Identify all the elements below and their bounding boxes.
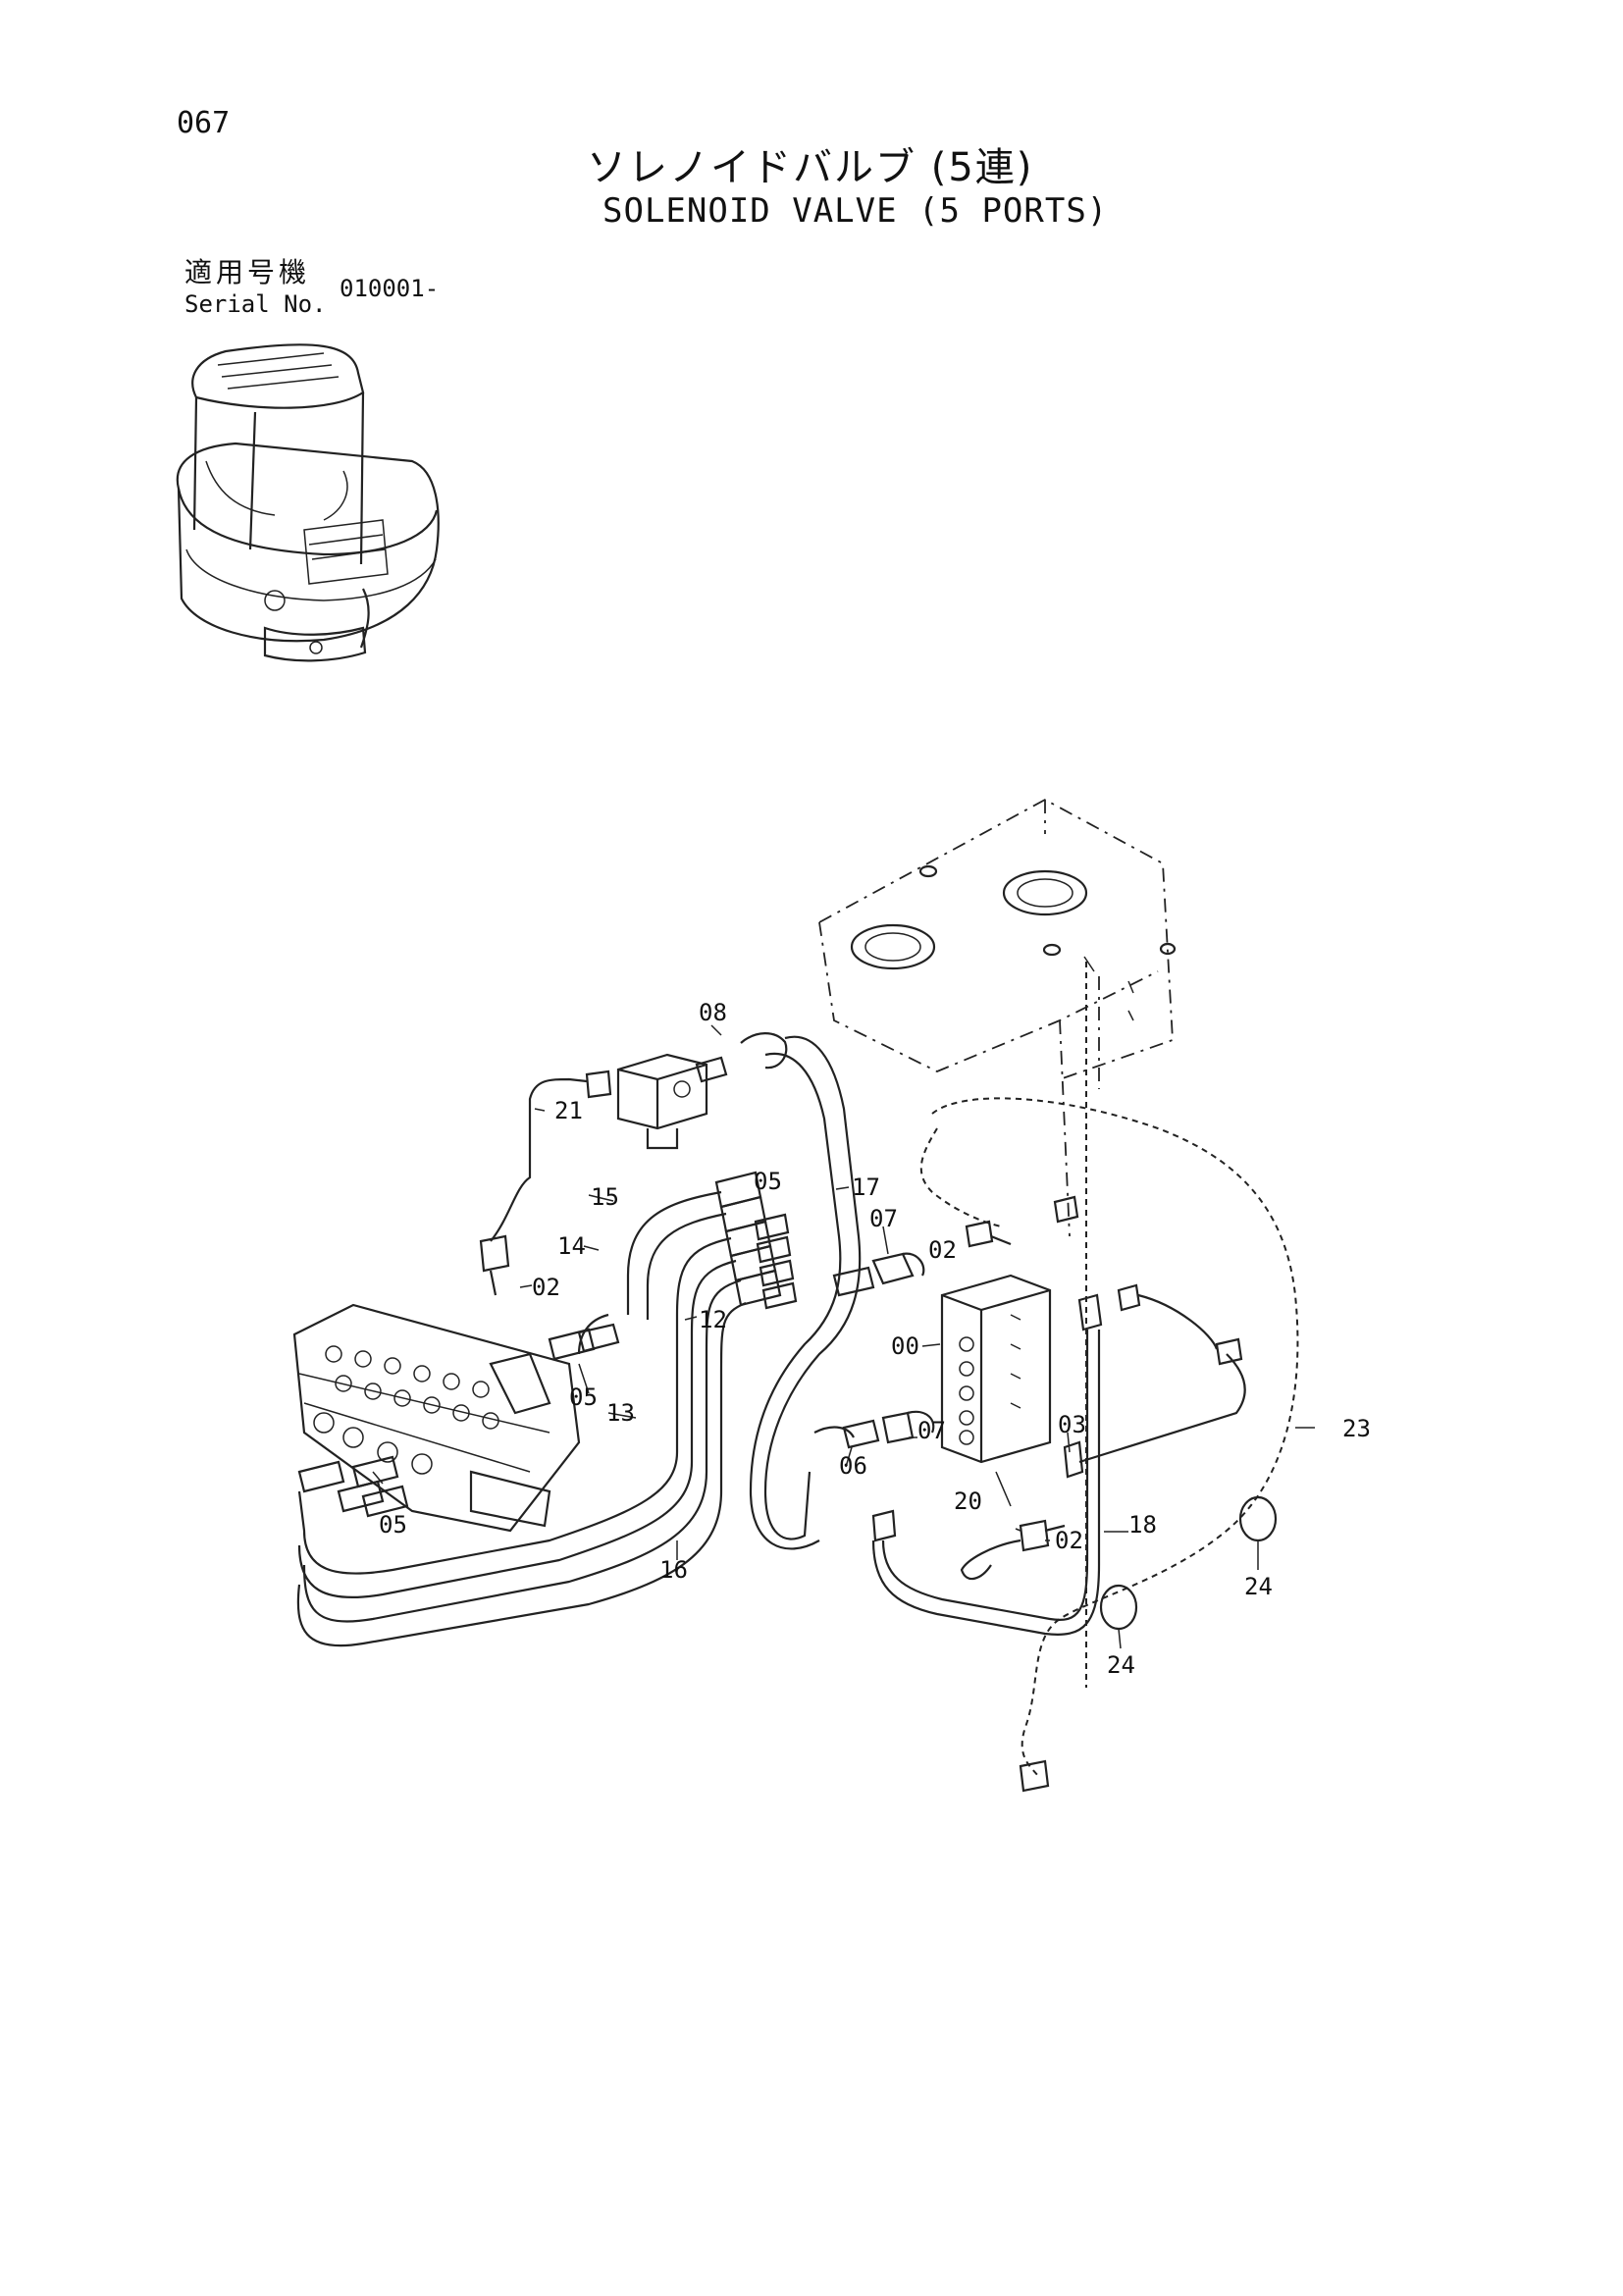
callout-02-lower: 02 bbox=[1055, 1527, 1083, 1554]
callout-20: 20 bbox=[954, 1487, 982, 1515]
callout-12: 12 bbox=[699, 1306, 727, 1333]
callout-24-left: 24 bbox=[1107, 1651, 1135, 1679]
callout-03: 03 bbox=[1058, 1411, 1086, 1438]
callout-07-upper: 07 bbox=[869, 1205, 898, 1232]
callout-05-lower: 05 bbox=[379, 1511, 407, 1539]
fittings-left bbox=[297, 1323, 620, 1518]
pressure-switch-harness-left bbox=[479, 1070, 612, 1296]
callout-18: 18 bbox=[1128, 1511, 1157, 1539]
serial-label-english: Serial No. bbox=[184, 290, 327, 318]
leader-lines bbox=[372, 1024, 1315, 1649]
callout-06: 06 bbox=[839, 1452, 867, 1480]
callout-02-left: 02 bbox=[532, 1274, 560, 1301]
control-valve bbox=[292, 1303, 581, 1533]
callout-02-upper: 02 bbox=[928, 1236, 957, 1264]
harness-23 bbox=[919, 1097, 1299, 1793]
title-japanese: ソレノイドバルブ (5連) bbox=[587, 145, 1034, 190]
title-english: SOLENOID VALVE (5 PORTS) bbox=[602, 191, 1109, 231]
harness-20 bbox=[960, 1519, 1066, 1581]
callout-16: 16 bbox=[659, 1556, 688, 1584]
callout-23: 23 bbox=[1342, 1415, 1371, 1442]
elbow-fittings bbox=[813, 1252, 935, 1542]
serial-label-japanese: 適用号機 bbox=[184, 256, 311, 288]
solenoid-valve-block bbox=[940, 1274, 1084, 1479]
callout-00: 00 bbox=[891, 1332, 919, 1360]
callout-13: 13 bbox=[606, 1399, 635, 1427]
callout-05-middle: 05 bbox=[569, 1383, 598, 1411]
callout-17: 17 bbox=[852, 1174, 880, 1201]
fittings-upper bbox=[714, 1171, 798, 1310]
serial-number-value: 010001- bbox=[340, 275, 440, 302]
page-number: 067 bbox=[177, 106, 231, 140]
callout-15: 15 bbox=[591, 1183, 619, 1211]
callout-14: 14 bbox=[557, 1232, 586, 1260]
hose-18 bbox=[871, 1293, 1103, 1636]
callout-21: 21 bbox=[554, 1097, 583, 1124]
callout-05-upper: 05 bbox=[754, 1168, 782, 1195]
shuttle-valve bbox=[616, 1032, 788, 1150]
hose-bundle bbox=[296, 1190, 747, 1647]
part-callouts: 08 21 15 05 17 07 14 02 02 12 00 05 13 2… bbox=[379, 999, 1371, 1679]
clamps bbox=[1099, 1495, 1278, 1631]
hose-17 bbox=[749, 1035, 862, 1550]
machine-location-thumbnail bbox=[176, 343, 440, 662]
callout-08: 08 bbox=[699, 999, 727, 1026]
callout-24-right: 24 bbox=[1244, 1573, 1273, 1600]
housing-outline bbox=[818, 798, 1177, 1688]
callout-07-lower: 07 bbox=[917, 1417, 946, 1444]
